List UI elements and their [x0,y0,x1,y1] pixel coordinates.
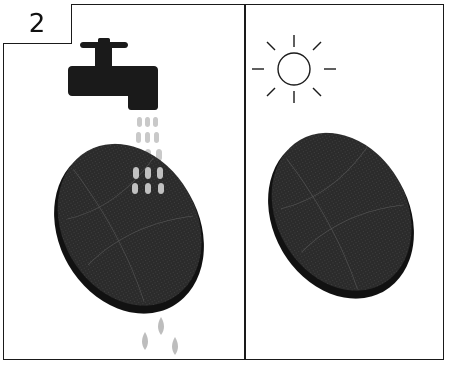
faucet-icon [68,38,158,110]
sponge-dry [239,107,443,325]
sun-icon [252,35,336,103]
water-drops-icon [142,317,178,355]
sponge-wet [24,118,234,341]
left-panel-washing [24,38,234,355]
right-panel-drying [239,35,443,325]
